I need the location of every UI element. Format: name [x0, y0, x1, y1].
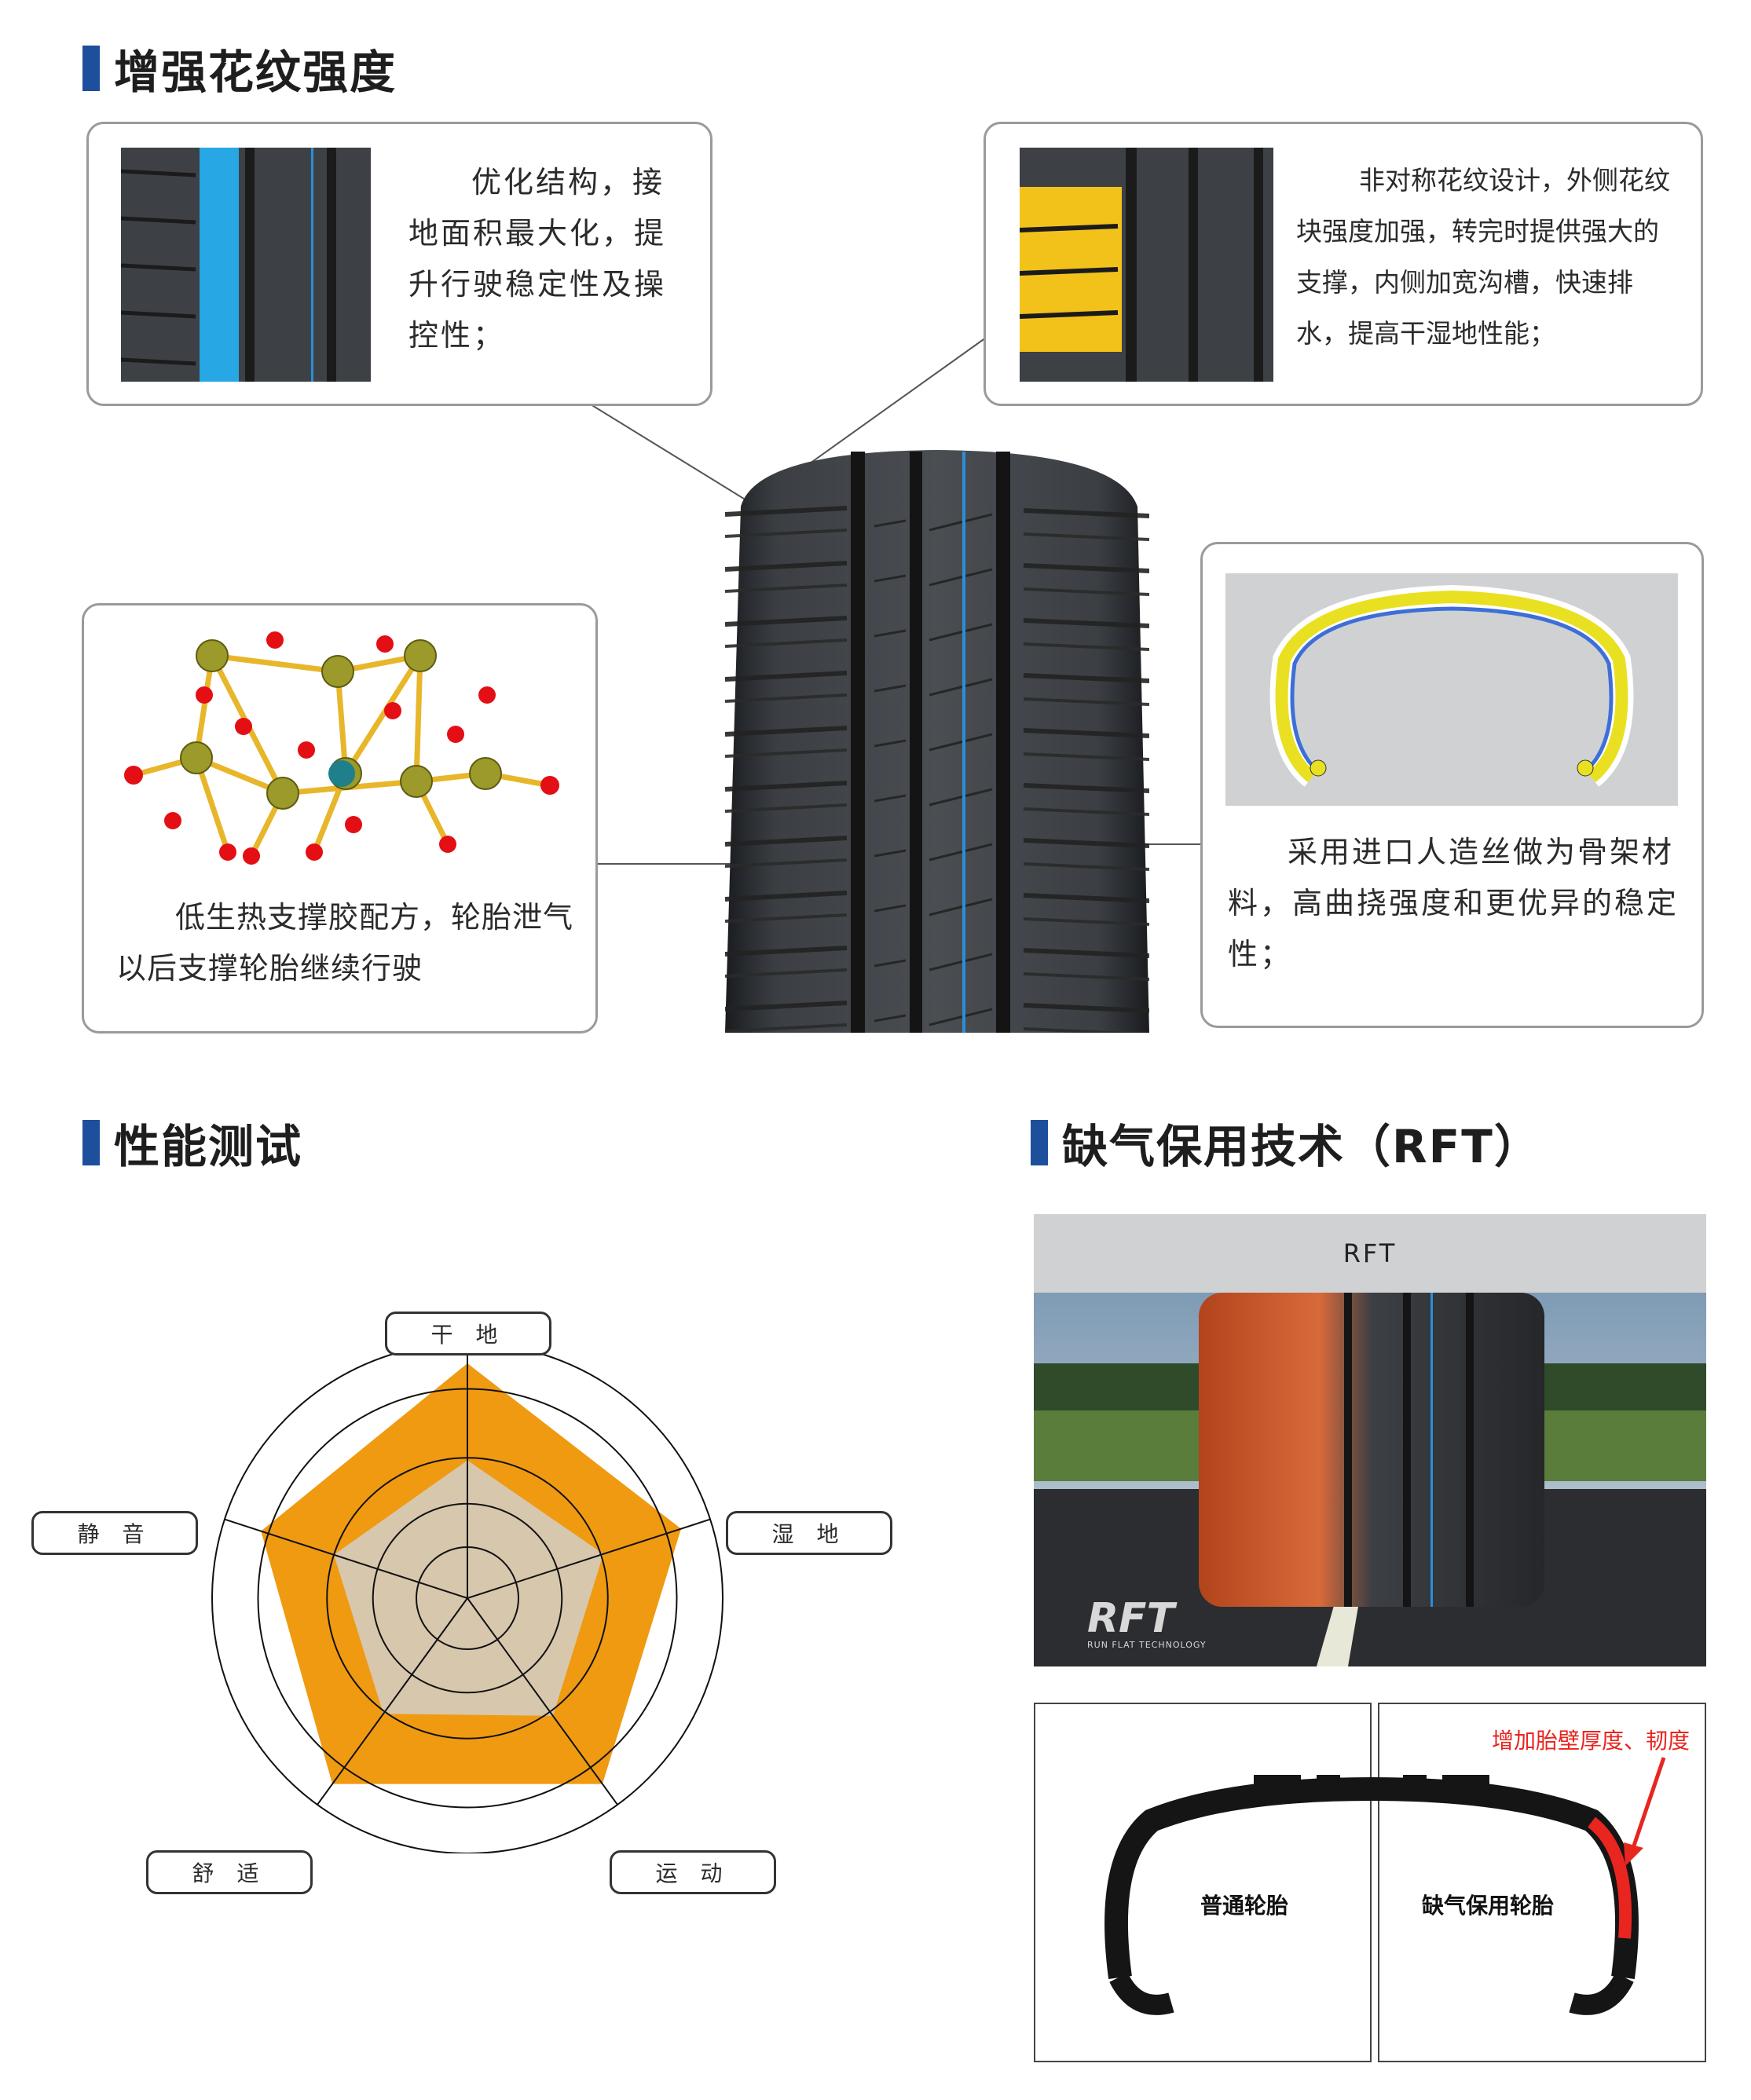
tire-tread-graphic [725, 450, 1149, 1033]
tire-cross-section-diagram: 普通轮胎 缺气保用轮胎 增加胎壁厚度、韧度 [1104, 1728, 1690, 2015]
heading-accent-bar [1031, 1120, 1048, 1165]
heading-accent-bar [82, 1120, 100, 1165]
tire-section-image [1225, 573, 1678, 806]
radar-series-baseline [333, 1460, 604, 1716]
radar-label-wet: 湿 地 [726, 1511, 892, 1555]
section-title: 缺气保用技术（RFT） [1062, 1120, 1541, 1173]
section-title: 增强花纹强度 [114, 46, 397, 99]
card-text-asymmetric: 非对称花纹设计，外侧花纹块强度加强，转完时提供强大的支撑，内侧加宽沟槽，快速排水… [1296, 165, 1670, 349]
card-text-compound: 低生热支撑胶配方，轮胎泄气以后支撑轮胎继续行驶 [116, 900, 574, 986]
radar-axis-4 [224, 1518, 468, 1599]
section-heading-pattern: 增强花纹强度 [82, 35, 397, 101]
radar-axis-1 [467, 1518, 711, 1599]
radar-axis-3 [317, 1597, 468, 1805]
molecule-graphic [124, 631, 559, 865]
radar-label-dry: 干 地 [385, 1312, 551, 1355]
tire-tread-image [709, 444, 1165, 1033]
tread-blue-graphic [121, 148, 371, 382]
sidewall-annotation: 增加胎壁厚度、韧度 [1492, 1728, 1690, 1754]
comparison-panel-rft [1378, 1703, 1706, 2062]
rft-photo-header: RFT [1034, 1214, 1706, 1293]
rft-logo: RFT [1087, 1595, 1178, 1642]
rft-road-photo: RFT RUN FLAT TECHNOLOGY [1034, 1293, 1706, 1666]
section-heading-rft: 缺气保用技术（RFT） [1031, 1110, 1541, 1176]
molecule-image [118, 624, 566, 868]
radar-label-quiet: 静 音 [31, 1511, 198, 1555]
heading-accent-bar [82, 46, 100, 91]
card-text-rayon: 采用进口人造丝做为骨架材料，高曲挠强度和更优异的稳定性； [1228, 835, 1680, 971]
radar-label-sport: 运 动 [610, 1850, 776, 1894]
rft-road-graphic: RFT RUN FLAT TECHNOLOGY [1034, 1293, 1706, 1666]
radar-label-comfort: 舒 适 [146, 1850, 313, 1894]
tread-blue-image [121, 148, 371, 382]
normal-tire-label: 普通轮胎 [1200, 1893, 1288, 1919]
card-text-optimize: 优化结构，接地面积最大化，提升行驶稳定性及操控性； [408, 165, 667, 353]
tire-section-graphic [1225, 573, 1678, 806]
tread-yellow-graphic [1020, 148, 1273, 382]
radar-axis-2 [467, 1597, 618, 1805]
radar-chart [211, 1342, 723, 1853]
comparison-panel-normal [1034, 1703, 1372, 2062]
rft-logo-subtitle: RUN FLAT TECHNOLOGY [1087, 1640, 1207, 1650]
section-title: 性能测试 [114, 1120, 303, 1173]
section-heading-performance: 性能测试 [82, 1110, 302, 1176]
rft-tire-label: 缺气保用轮胎 [1422, 1893, 1554, 1919]
tread-yellow-image [1020, 148, 1273, 382]
